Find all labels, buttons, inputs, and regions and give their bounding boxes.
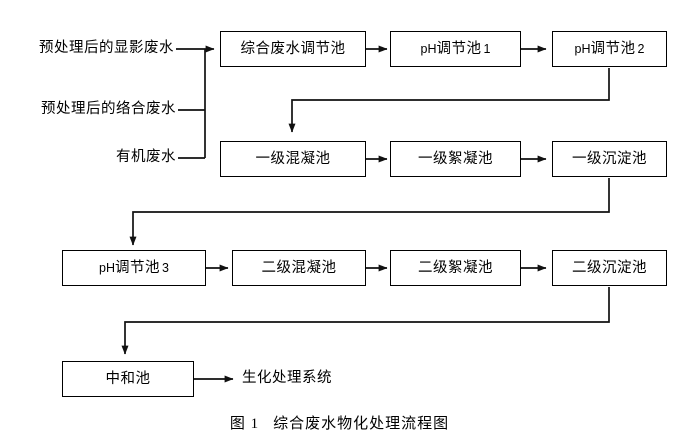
node-prefix: pH bbox=[420, 41, 437, 56]
edge-ph2-to-primary-coagulation bbox=[288, 68, 610, 133]
node-primary-sedimentation-tank[interactable]: 一级沉淀池 bbox=[552, 141, 667, 177]
edge-primary-sedimentation-to-ph3 bbox=[129, 178, 610, 246]
figure-caption: 图 1 综合废水物化处理流程图 bbox=[0, 412, 679, 433]
node-label: 综合废水调节池 bbox=[240, 40, 346, 57]
input-label-complexing-wastewater: 预处理后的络合废水 bbox=[41, 101, 176, 117]
node-primary-coagulation-tank[interactable]: 一级混凝池 bbox=[220, 141, 366, 177]
node-label: 调节池 bbox=[436, 40, 482, 57]
node-label: 二级絮凝池 bbox=[418, 259, 493, 276]
edge-secondary-sedimentation-to-neutralization bbox=[121, 287, 610, 355]
node-comprehensive-wastewater-tank[interactable]: 综合废水调节池 bbox=[220, 31, 366, 67]
node-secondary-coagulation-tank[interactable]: 二级混凝池 bbox=[232, 250, 366, 286]
node-label: 二级沉淀池 bbox=[572, 259, 647, 276]
node-label: 一级沉淀池 bbox=[572, 150, 647, 167]
node-neutralization-tank[interactable]: 中和池 bbox=[62, 361, 194, 397]
node-prefix: pH bbox=[99, 260, 116, 275]
input-label-organic-wastewater: 有机废水 bbox=[116, 149, 176, 165]
node-prefix: pH bbox=[574, 41, 591, 56]
node-label: 调节池 bbox=[115, 259, 161, 276]
output-label-biochemical-system: 生化处理系统 bbox=[242, 370, 332, 386]
figure-caption-title: 综合废水物化处理流程图 bbox=[273, 416, 450, 432]
input-label-developing-wastewater: 预处理后的显影废水 bbox=[39, 40, 174, 56]
node-label: 调节池 bbox=[590, 40, 636, 57]
node-suffix: 1 bbox=[483, 41, 491, 56]
node-label: 一级絮凝池 bbox=[418, 150, 493, 167]
node-secondary-flocculation-tank[interactable]: 二级絮凝池 bbox=[390, 250, 521, 286]
figure-caption-number: 图 1 bbox=[229, 416, 260, 432]
node-label: 中和池 bbox=[105, 370, 151, 387]
node-primary-flocculation-tank[interactable]: 一级絮凝池 bbox=[390, 141, 521, 177]
node-label: 二级混凝池 bbox=[261, 259, 337, 276]
node-label: 一级混凝池 bbox=[255, 150, 331, 167]
node-secondary-sedimentation-tank[interactable]: 二级沉淀池 bbox=[552, 250, 667, 286]
node-suffix: 2 bbox=[637, 41, 645, 56]
node-suffix: 3 bbox=[162, 260, 169, 275]
